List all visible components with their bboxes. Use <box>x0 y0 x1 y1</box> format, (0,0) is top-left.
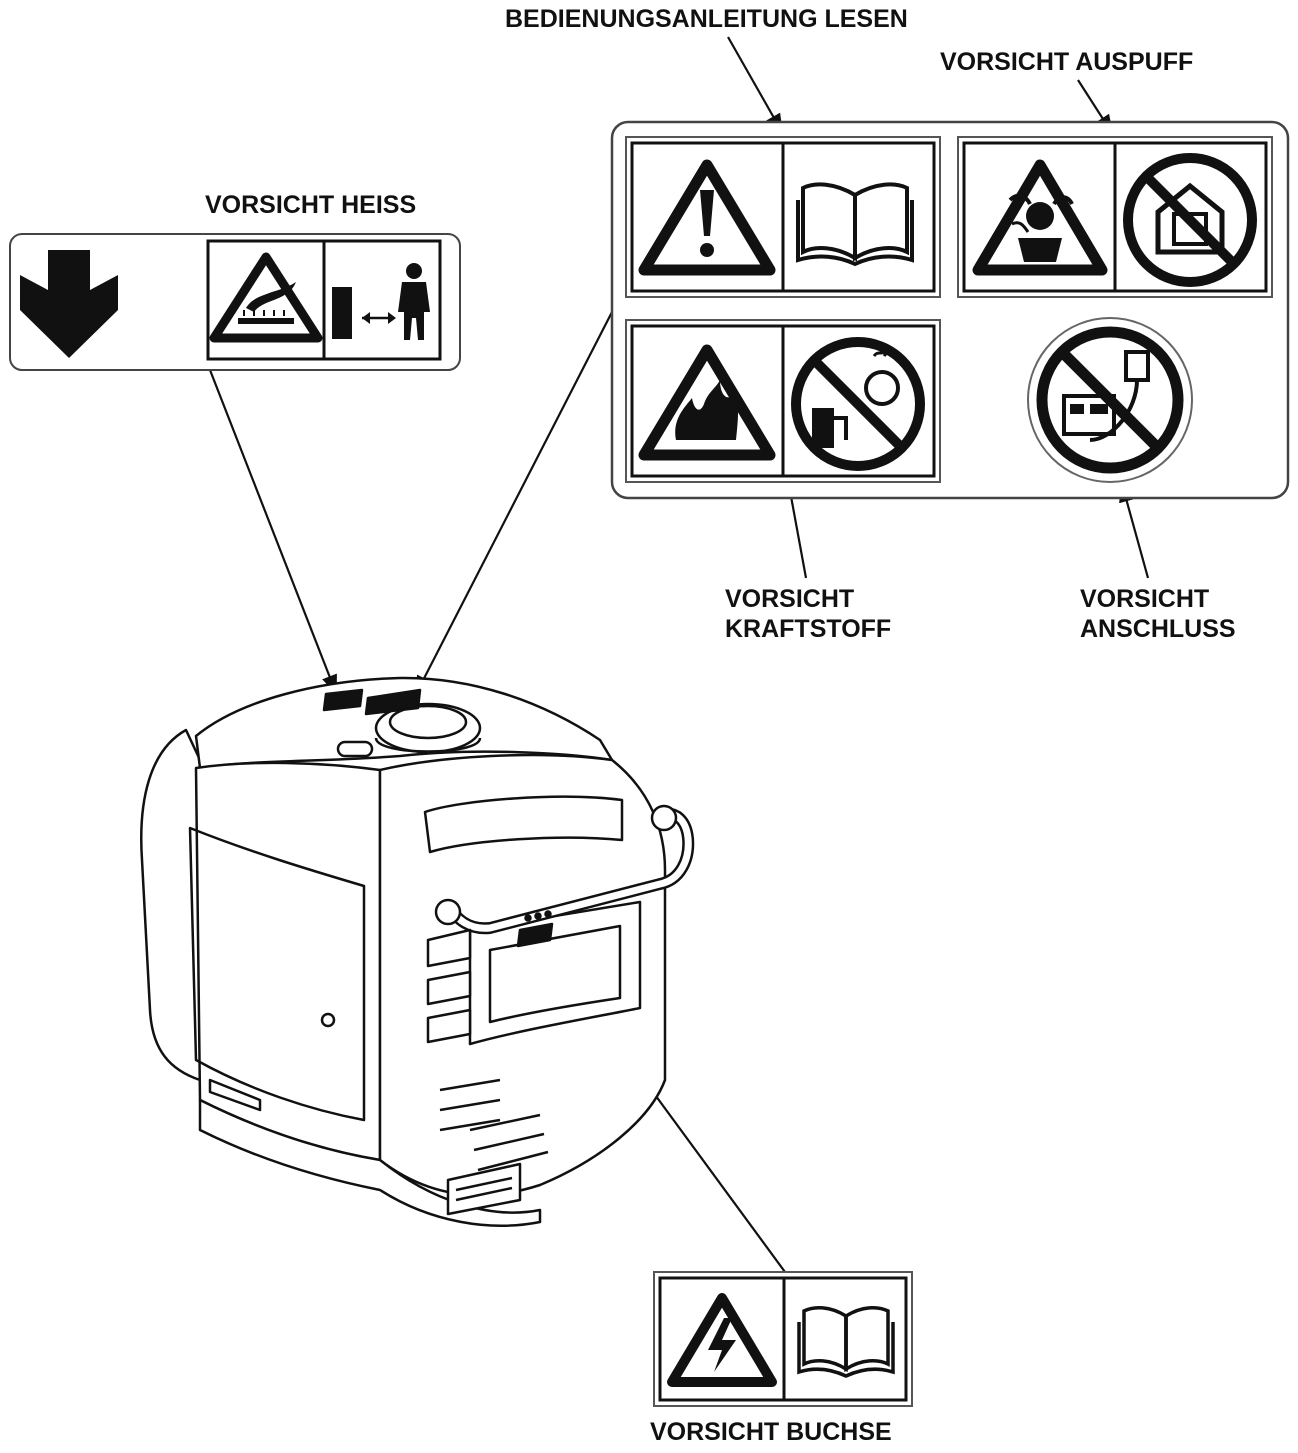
exhaust-gas-warning-icon <box>972 159 1108 276</box>
generator-illustration <box>140 676 695 1227</box>
label-fuel-line2: KRAFTSTOFF <box>725 615 891 643</box>
down-arrow-icon <box>20 250 118 358</box>
hot-surface-warning-icon <box>209 252 323 343</box>
leader-connection <box>1119 482 1150 579</box>
label-exhaust: VORSICHT AUSPUFF <box>940 48 1193 76</box>
general-warning-icon <box>638 159 776 276</box>
label-hot: VORSICHT HEISS <box>205 191 416 219</box>
leader-hot <box>208 369 338 695</box>
hot-warning-sticker <box>9 233 461 371</box>
electric-shock-warning-icon <box>667 1293 777 1387</box>
no-grid-connection-icon <box>1027 317 1193 483</box>
label-fuel-line1: VORSICHT <box>725 585 854 613</box>
socket-warning-sticker <box>653 1271 913 1407</box>
fuel-sticker <box>625 319 941 483</box>
read-manual-sticker <box>625 136 941 298</box>
fire-warning-icon <box>638 344 776 461</box>
label-read-manual: BEDIENUNGSANLEITUNG LESEN <box>505 5 908 33</box>
leader-read-manual <box>727 36 783 134</box>
no-indoor-use-icon <box>1123 153 1257 287</box>
label-socket: VORSICHT BUCHSE <box>650 1418 892 1446</box>
leader-panel <box>415 311 613 696</box>
manual-book-icon <box>796 182 914 267</box>
no-refuel-while-hot-icon <box>791 337 925 471</box>
exhaust-sticker <box>957 136 1273 298</box>
keep-distance-icon <box>332 263 430 340</box>
manual-book-icon-small <box>797 1305 895 1378</box>
label-connection-line2: ANSCHLUSS <box>1080 615 1236 643</box>
warning-label-panel <box>610 120 1290 500</box>
label-connection-line1: VORSICHT <box>1080 585 1209 613</box>
